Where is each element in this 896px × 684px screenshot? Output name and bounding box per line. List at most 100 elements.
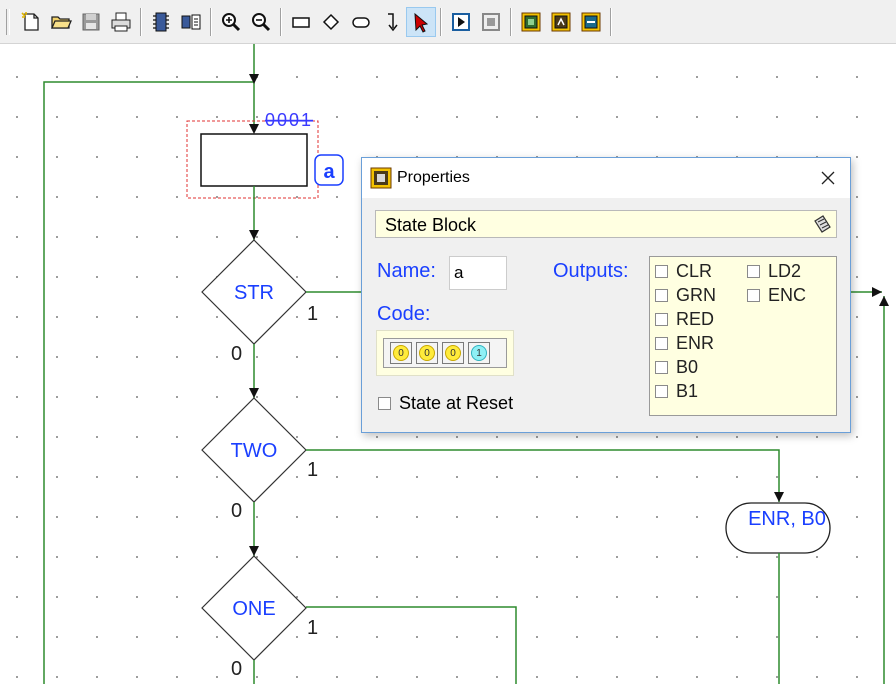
two-true-arrow (774, 492, 784, 502)
loop-back-line[interactable] (43, 81, 254, 684)
output-oval-tool[interactable] (346, 7, 376, 37)
output-checkbox-ld2[interactable]: LD2 (747, 261, 801, 282)
properties-icon (370, 167, 392, 189)
entry-arrow (249, 74, 259, 84)
code-bit[interactable]: 0 (416, 342, 438, 364)
state-at-reset-checkbox[interactable]: State at Reset (378, 393, 513, 414)
toolbar (0, 0, 896, 44)
select-tool[interactable] (406, 6, 436, 37)
output-label: GRN (676, 285, 716, 305)
compile-icon (521, 12, 541, 31)
decision-tool[interactable] (316, 7, 346, 37)
toolbar-separator (510, 7, 512, 36)
two-true-line[interactable] (306, 449, 780, 502)
output-checkbox-enr[interactable]: ENR (655, 333, 714, 354)
checkbox-box[interactable] (655, 265, 668, 278)
dialog-close-button[interactable] (816, 166, 840, 190)
name-label: Name: (377, 260, 436, 282)
decision-str-true-label: 1 (307, 303, 318, 325)
state-block[interactable] (200, 133, 308, 187)
select-pointer-icon (414, 12, 429, 33)
toolbar-separator (280, 7, 282, 36)
outputs-label: Outputs: (553, 260, 629, 282)
output-checkbox-grn[interactable]: GRN (655, 285, 716, 306)
zoom-out-button[interactable] (246, 7, 276, 37)
compile-button[interactable] (516, 7, 546, 37)
output-label: LD2 (768, 261, 802, 281)
decision-one-false-label: 0 (231, 658, 242, 680)
checkbox-box[interactable] (655, 337, 668, 350)
toolbar-separator (140, 7, 142, 36)
code-bits: 0 0 0 1 (383, 338, 507, 368)
state-arrow (249, 124, 259, 134)
chip-outputs-icon (181, 14, 201, 29)
stop-button[interactable] (476, 7, 506, 37)
output-checkbox-b1[interactable]: B1 (655, 381, 698, 402)
output-label: B0 (676, 357, 699, 377)
zoom-in-button[interactable] (216, 7, 246, 37)
rectangle-state-icon (292, 16, 310, 28)
chip-icon (153, 12, 169, 31)
decision-two-label: TWO (231, 440, 278, 462)
open-button[interactable] (46, 7, 76, 37)
checkbox-box[interactable] (747, 265, 760, 278)
output-checkbox-enc[interactable]: ENC (747, 285, 806, 306)
name-input[interactable] (449, 256, 507, 290)
arrow-connector-icon (388, 12, 398, 31)
selection-outline (186, 120, 319, 199)
chip-outputs-button[interactable] (176, 7, 206, 37)
two-arrow (249, 388, 259, 398)
block-type-field: State Block (375, 210, 837, 238)
output-oval-label: ENR, B0 (748, 508, 826, 530)
flowchart: 0001 a STR 1 0 TWO 1 0 ENR, B0 O (43, 44, 889, 684)
zoom-out-icon (252, 12, 271, 31)
str-arrow (249, 230, 259, 240)
output-label: CLR (676, 261, 713, 281)
decision-two-false-label: 0 (231, 500, 242, 522)
checkbox-box[interactable] (378, 397, 391, 410)
decision-two-true-label: 1 (307, 459, 318, 481)
save-button[interactable] (76, 7, 106, 37)
state-name-badge[interactable] (314, 154, 344, 186)
open-folder-icon (51, 15, 72, 29)
decision-str-label: STR (234, 282, 274, 304)
toolbar-separator (610, 7, 612, 36)
one-true-line[interactable] (306, 606, 517, 684)
run-button[interactable] (446, 7, 476, 37)
checkbox-box[interactable] (655, 313, 668, 326)
new-file-icon (21, 11, 39, 31)
oval-output-icon (352, 16, 370, 28)
close-icon (821, 171, 835, 185)
output-checkbox-clr[interactable]: CLR (655, 261, 712, 282)
print-icon (111, 12, 131, 31)
chip-button[interactable] (146, 7, 176, 37)
simulate-icon (551, 12, 571, 31)
print-button[interactable] (106, 7, 136, 37)
state-block-tool[interactable] (286, 7, 316, 37)
toolbar-separator (440, 7, 442, 36)
simulate-button[interactable] (546, 7, 576, 37)
state-at-reset-label: State at Reset (399, 393, 514, 413)
connector-tool[interactable] (376, 7, 406, 37)
new-file-button[interactable] (16, 7, 46, 37)
code-bit[interactable]: 1 (468, 342, 490, 364)
code-bit[interactable]: 0 (390, 342, 412, 364)
code-label: Code: (377, 303, 431, 325)
output-checkbox-red[interactable]: RED (655, 309, 714, 330)
dialog-titlebar[interactable]: Properties (362, 158, 850, 198)
checkbox-box[interactable] (655, 361, 668, 374)
checkbox-box[interactable] (655, 385, 668, 398)
output-oval[interactable] (725, 502, 831, 554)
play-icon (452, 12, 470, 31)
code-bit[interactable]: 0 (442, 342, 464, 364)
program-button[interactable] (576, 7, 606, 37)
state-code: 0001 (265, 110, 313, 130)
toolbar-grip[interactable] (6, 8, 10, 35)
output-checkbox-b0[interactable]: B0 (655, 357, 698, 378)
output-label: ENR (676, 333, 715, 353)
properties-dialog: Properties State Block Name: Code: 0 0 0… (361, 157, 851, 433)
str-true-arrow (872, 287, 882, 297)
checkbox-box[interactable] (655, 289, 668, 302)
checkbox-box[interactable] (747, 289, 760, 302)
output-label: B1 (676, 381, 699, 401)
